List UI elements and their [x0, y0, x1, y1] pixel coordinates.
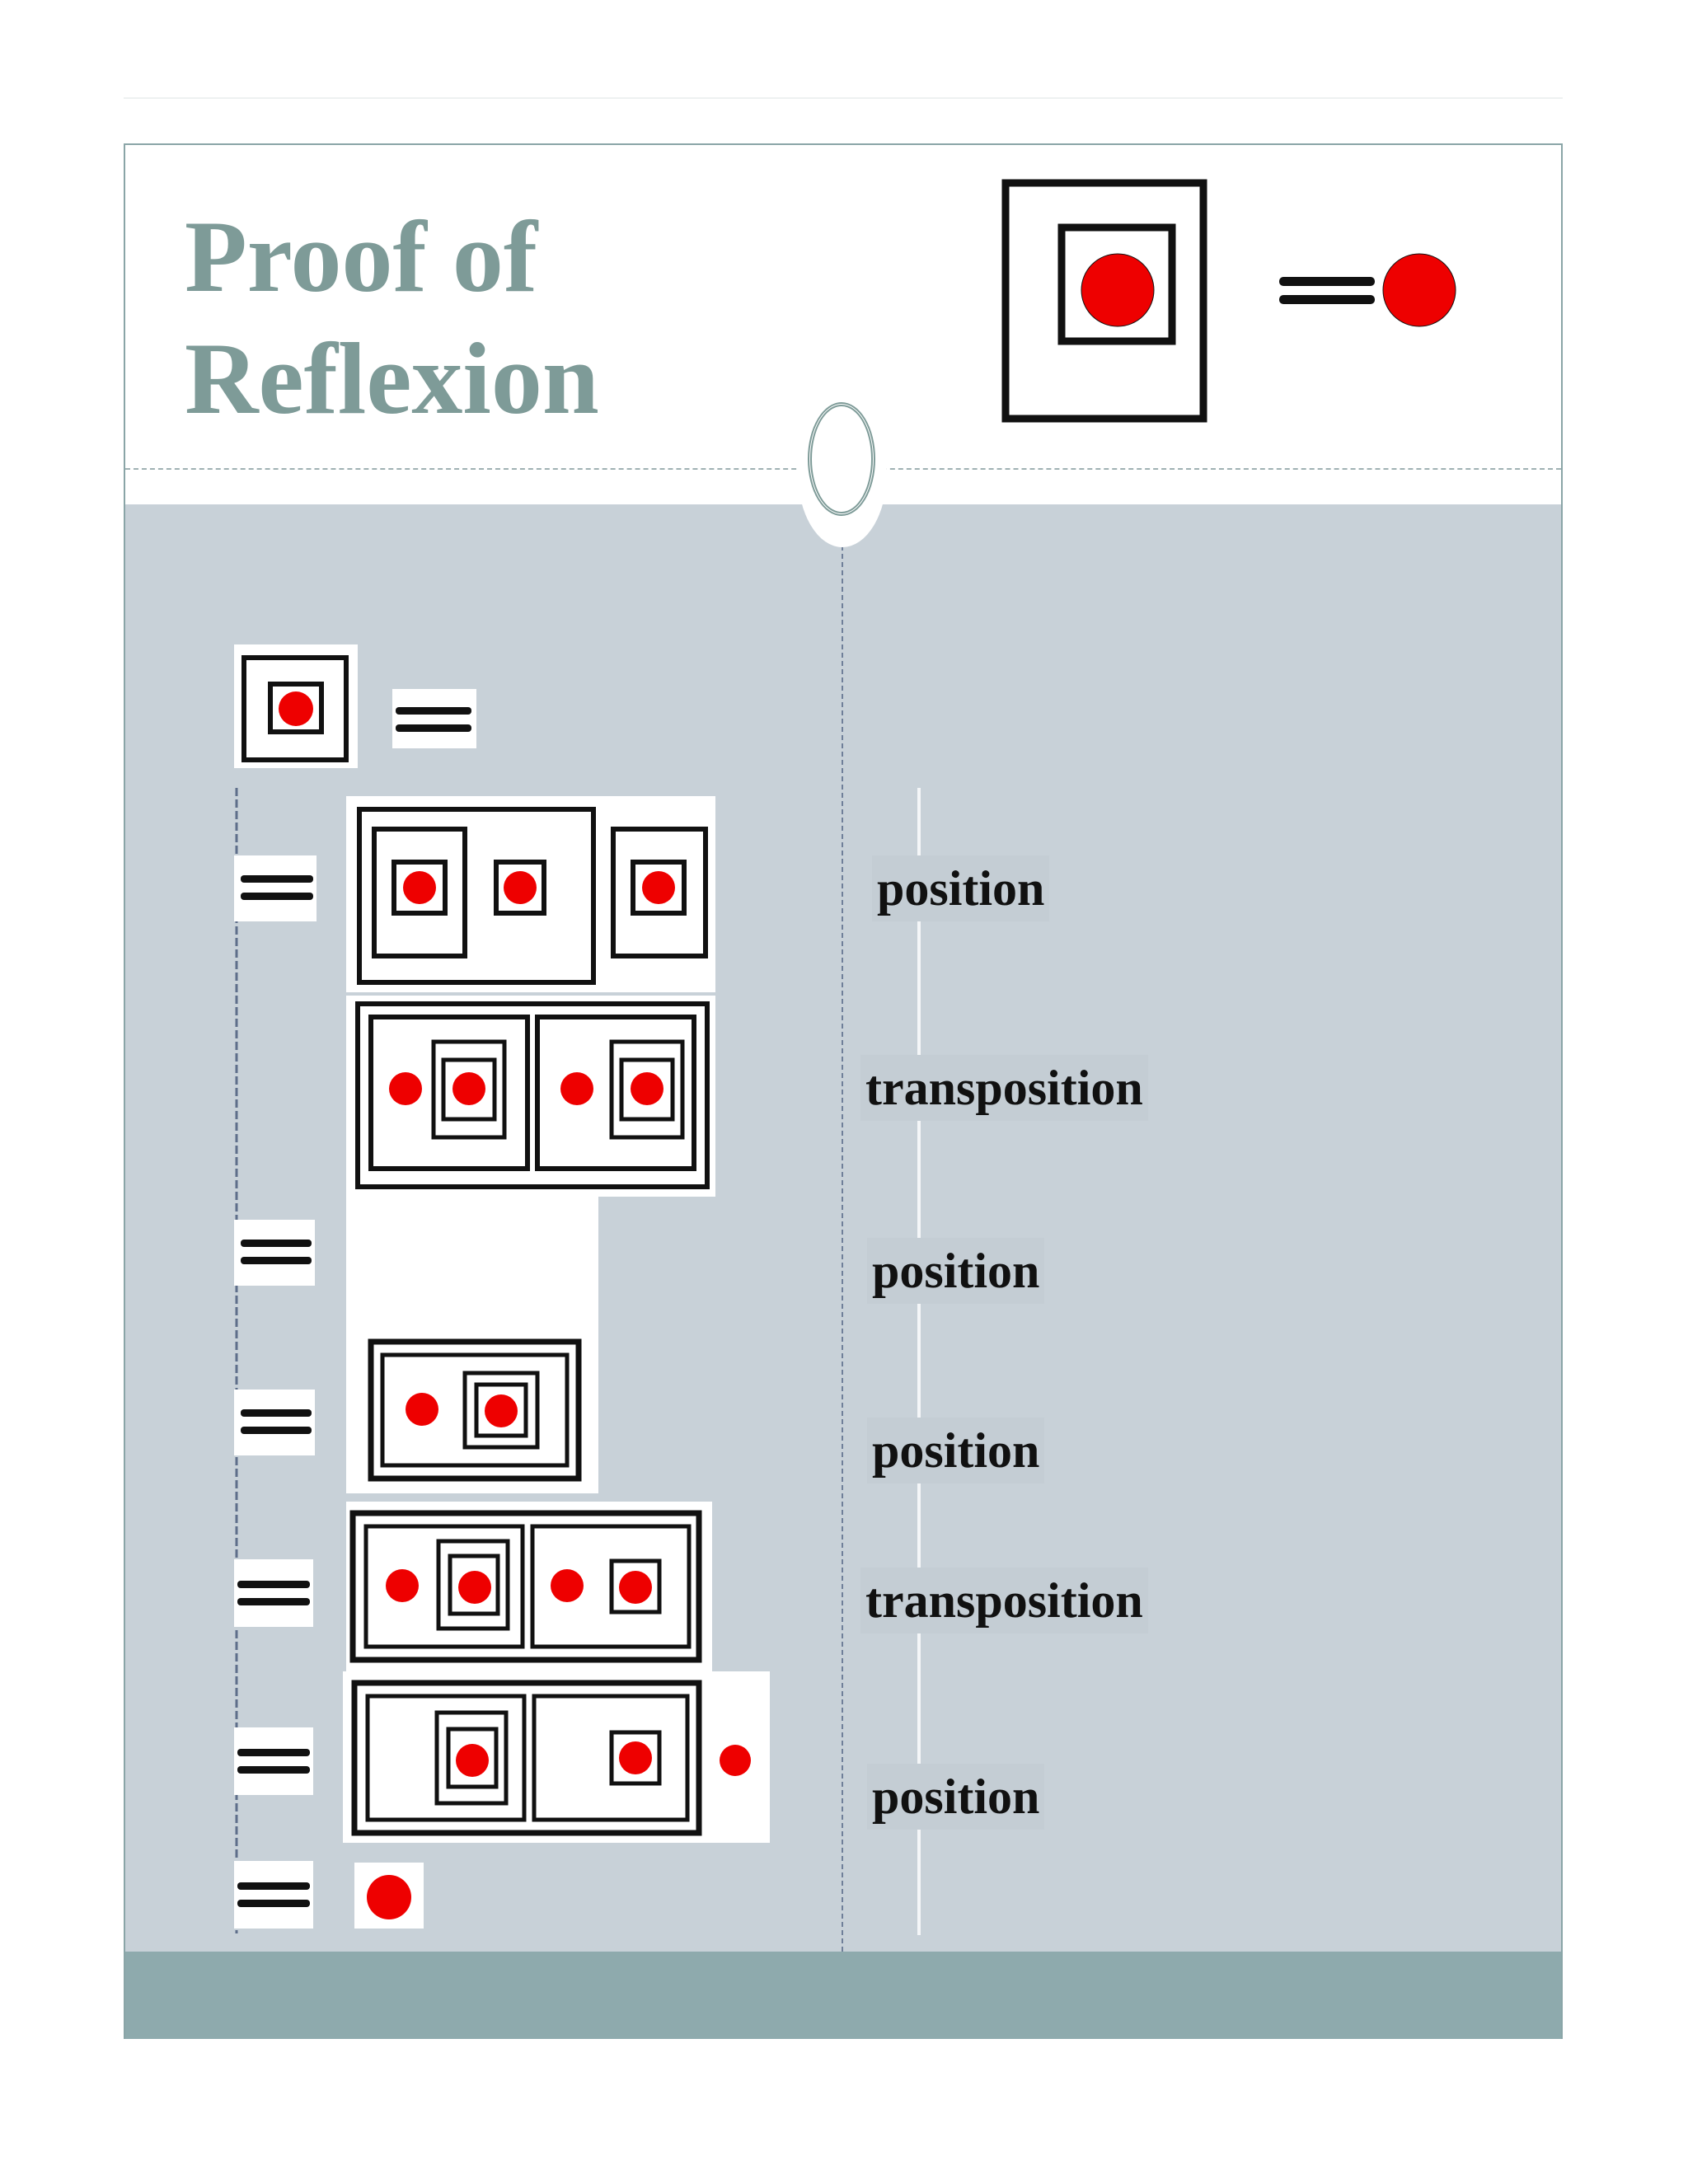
row4-dot-c	[551, 1569, 584, 1602]
row5-tile	[343, 1671, 770, 1843]
row1-dot-b	[504, 871, 537, 904]
row6-equiv-tile	[234, 1861, 313, 1929]
justification-label: position	[867, 1418, 1045, 1483]
top-rule	[124, 97, 1563, 99]
slide: Proof of Reflexion	[124, 143, 1563, 2039]
row1-dot-c	[642, 871, 675, 904]
row2-equiv-bar-top	[241, 1240, 312, 1247]
row0-equiv-tile	[392, 689, 476, 748]
row1-equiv-tile	[234, 855, 316, 921]
row3-dot-a	[406, 1393, 438, 1426]
row2-dot-d	[631, 1072, 663, 1105]
row1-inner-box-a-core	[392, 860, 448, 916]
justification-label: transposition	[860, 1568, 1148, 1633]
row2-tile	[346, 996, 715, 1197]
theorem-result-dot	[1382, 253, 1456, 327]
row4-dot-d	[619, 1571, 652, 1604]
row0-tile	[234, 644, 358, 768]
row4-equiv-tile	[234, 1559, 313, 1627]
justification-label: position	[867, 1238, 1045, 1304]
row4-equiv-bar-bottom	[237, 1598, 310, 1605]
title-line-2: Reflexion	[185, 322, 599, 435]
row0-equiv-bar-top	[396, 707, 471, 715]
row6-equiv-bar-top	[237, 1882, 310, 1890]
column-divider	[842, 504, 843, 1952]
row4-tile	[346, 1502, 712, 1671]
row5-dot-a	[456, 1744, 489, 1777]
row2-dot-b	[452, 1072, 485, 1105]
row5-equiv-bar-bottom	[237, 1766, 310, 1774]
row3-tile	[346, 1197, 598, 1493]
justification-label: transposition	[860, 1055, 1148, 1121]
row5-equiv-bar-top	[237, 1749, 310, 1756]
row0-equiv-bar-bottom	[396, 724, 471, 732]
row1-dot-a	[403, 871, 436, 904]
row3-equiv-bar-top	[241, 1409, 312, 1417]
footer-band	[125, 1952, 1561, 2039]
row3-dot-b	[485, 1394, 518, 1427]
theorem-equiv-bar-top	[1279, 277, 1375, 286]
row1-inner-box-a	[372, 827, 467, 958]
proof-right-rule	[917, 788, 921, 1935]
justification-label: position	[872, 855, 1050, 921]
row0-dot	[279, 691, 313, 726]
page-title: Proof of Reflexion	[185, 196, 599, 440]
row1-tile	[346, 796, 715, 992]
theorem-dot	[1081, 253, 1155, 327]
justification-label: position	[867, 1764, 1045, 1830]
row1-equiv-bar-bottom	[241, 893, 313, 900]
row3-equiv-bar-bottom	[241, 1427, 312, 1434]
row6-tile	[354, 1863, 424, 1929]
theorem-equiv-bar-bottom	[1279, 295, 1375, 304]
row5-dot-c	[720, 1745, 751, 1776]
row2-dot-c	[560, 1072, 593, 1105]
row5-dot-b	[619, 1741, 652, 1774]
row1-equiv-bar-top	[241, 875, 313, 883]
row5-equiv-tile	[234, 1727, 313, 1795]
row2-equiv-tile	[234, 1220, 315, 1286]
slide-header: Proof of Reflexion	[125, 145, 1561, 504]
row3-equiv-tile	[234, 1390, 315, 1455]
row2-equiv-bar-bottom	[241, 1257, 312, 1264]
proof-left-rule	[235, 788, 238, 1933]
title-line-1: Proof of	[185, 200, 538, 313]
theorem-figure	[1001, 179, 1456, 423]
row2-right-core	[619, 1057, 675, 1122]
row6-dot	[367, 1875, 411, 1919]
divider-oval-ring	[808, 402, 875, 516]
row2-dot-a	[389, 1072, 422, 1105]
row6-equiv-bar-bottom	[237, 1900, 310, 1907]
row4-equiv-bar-top	[237, 1581, 310, 1588]
row4-dot-a	[386, 1569, 419, 1602]
row4-dot-b	[458, 1571, 491, 1604]
